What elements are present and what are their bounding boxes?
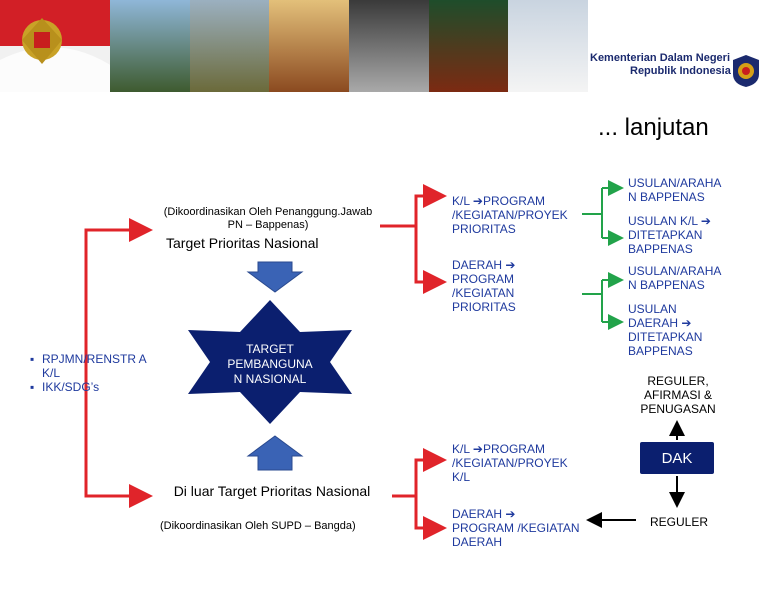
left-list-item-2: ▪IKK/SDG’s [30, 380, 100, 394]
ministry-logo-icon [733, 55, 759, 87]
center-star-shape [188, 300, 352, 424]
dak-box: DAK [640, 442, 714, 474]
left-list-item-1: ▪RPJMN/RENSTR A K/L [30, 352, 147, 380]
top-node-label: Target Prioritas Nasional [166, 235, 319, 251]
header-banner: Kementerian Dalam Negeri Republik Indone… [0, 0, 766, 92]
daerah-priority-text: DAERAH ➔ PROGRAM /KEGIATAN PRIORITAS [452, 258, 516, 314]
flag-emblem-image [0, 0, 118, 92]
reguler-afirmasi-text: REGULER, AFIRMASI & PENUGASAN [640, 374, 716, 416]
usulan-arahan-2-text: USULAN/ARAHA N BAPPENAS [628, 264, 721, 292]
page-title: ... lanjutan [598, 114, 709, 141]
banner-photos [110, 0, 589, 92]
top-node-note: (Dikoordinasikan Oleh Penanggung.Jawab P… [163, 206, 373, 231]
ministry-name: Kementerian Dalam Negeri Republik Indone… [590, 52, 731, 78]
ministry-line-2: Republik Indonesia [630, 65, 731, 77]
kl-priority-text: K/L ➔PROGRAM /KEGIATAN/PROYEK PRIORITAS [452, 194, 568, 236]
up-arrow-icon [246, 435, 304, 471]
usulan-daerah-text: USULAN DAERAH ➔ DITETAPKAN BAPPENAS [628, 302, 703, 358]
ministry-line-1: Kementerian Dalam Negeri [590, 52, 730, 64]
bottom-node-label: Di luar Target Prioritas Nasional [173, 483, 371, 499]
kl-nonpriority-text: K/L ➔PROGRAM /KEGIATAN/PROYEK K/L [452, 442, 568, 484]
bottom-node-note: (Dikoordinasikan Oleh SUPD – Bangda) [160, 520, 356, 532]
left-list: ▪RPJMN/RENSTR A K/L ▪IKK/SDG’s [30, 352, 152, 394]
center-star-label: TARGET PEMBANGUNA N NASIONAL [227, 342, 313, 386]
usulan-arahan-1-text: USULAN/ARAHA N BAPPENAS [628, 176, 721, 204]
reguler-text: REGULER [650, 515, 709, 529]
down-arrow-icon [246, 261, 304, 293]
usulan-kl-text: USULAN K/L ➔ DITETAPKAN BAPPENAS [628, 214, 711, 256]
daerah-nonpriority-text: DAERAH ➔ PROGRAM /KEGIATAN DAERAH [452, 507, 580, 549]
